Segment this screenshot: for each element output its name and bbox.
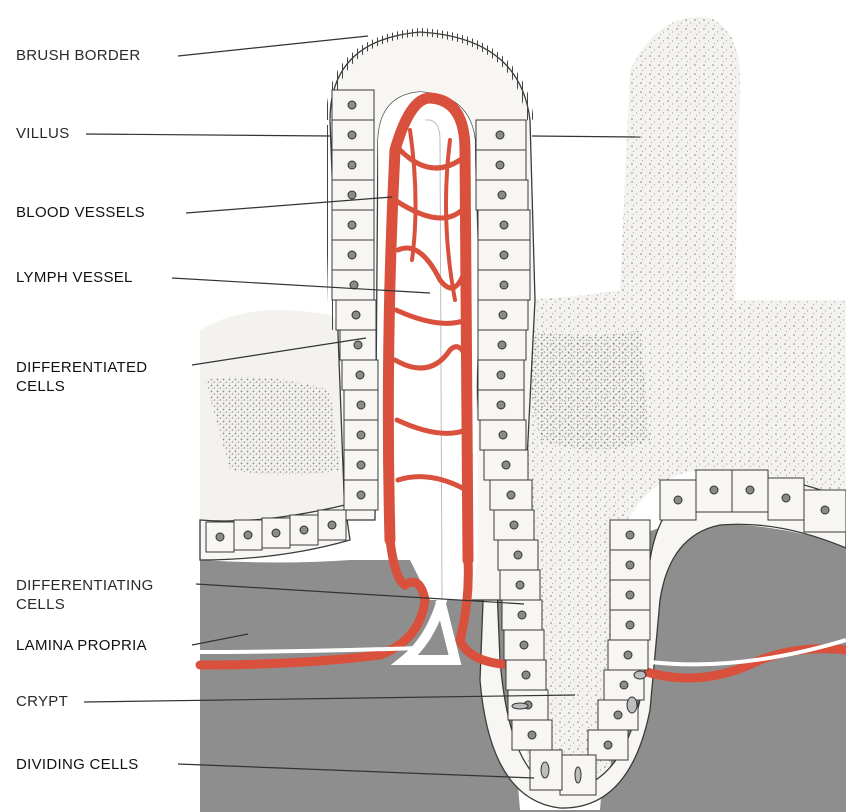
label-brush-border: BRUSH BORDER xyxy=(16,46,140,65)
right-surface-shadow xyxy=(520,330,650,450)
label-differentiating-cells: DIFFERENTIATING CELLS xyxy=(16,576,202,614)
label-differentiated-cells: DIFFERENTIATED CELLS xyxy=(16,358,196,396)
label-crypt: CRYPT xyxy=(16,692,68,711)
label-lamina-propria: LAMINA PROPRIA xyxy=(16,636,147,655)
label-villus: VILLUS xyxy=(16,124,70,143)
label-lymph-vessel: LYMPH VESSEL xyxy=(16,268,133,287)
label-blood-vessels: BLOOD VESSELS xyxy=(16,203,145,222)
label-dividing-cells: DIVIDING CELLS xyxy=(16,755,139,774)
